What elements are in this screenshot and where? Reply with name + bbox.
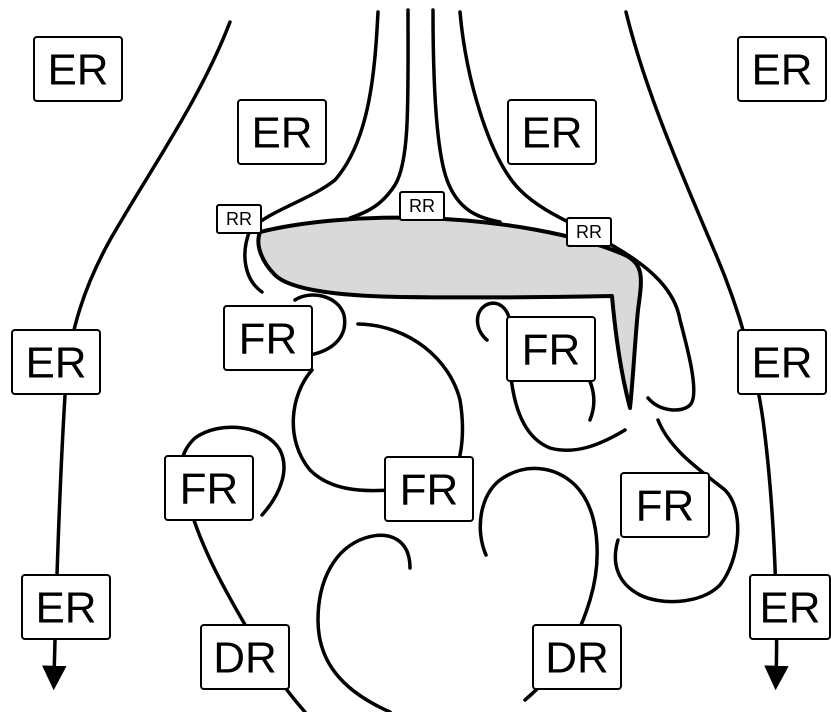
inner-streamline-3 — [433, 10, 500, 222]
fr-label-upper-right: FR — [507, 317, 595, 381]
er-label-top-left: ER — [34, 37, 122, 101]
svg-text:FR: FR — [239, 315, 298, 364]
svg-text:RR: RR — [409, 196, 435, 216]
fr-label-center: FR — [385, 457, 473, 521]
svg-text:ER: ER — [47, 46, 108, 95]
rr-label-right: RR — [567, 218, 611, 246]
svg-text:ER: ER — [25, 339, 86, 388]
svg-text:DR: DR — [545, 634, 609, 683]
svg-text:ER: ER — [751, 339, 812, 388]
svg-text:FR: FR — [522, 326, 581, 375]
svg-text:RR: RR — [576, 222, 602, 242]
rr-label-left: RR — [217, 205, 261, 233]
dr-label-right: DR — [533, 625, 621, 689]
fr-label-upper-left: FR — [224, 306, 312, 370]
svg-text:FR: FR — [400, 466, 459, 515]
dr-label-left: DR — [201, 625, 289, 689]
er-label-top-right: ER — [738, 37, 826, 101]
svg-text:ER: ER — [251, 109, 312, 158]
svg-text:ER: ER — [751, 46, 812, 95]
fr-label-lower-left: FR — [165, 456, 253, 520]
dr-curl-center-left — [318, 535, 410, 712]
er-label-upper-left-inner: ER — [238, 100, 326, 164]
fr-label-lower-right: FR — [621, 473, 709, 537]
svg-text:FR: FR — [636, 482, 695, 531]
svg-text:ER: ER — [521, 109, 582, 158]
svg-text:RR: RR — [226, 209, 252, 229]
svg-text:ER: ER — [759, 584, 820, 633]
svg-text:FR: FR — [180, 465, 239, 514]
rr-label-center: RR — [400, 192, 444, 220]
inner-streamline-2 — [350, 10, 408, 218]
er-label-upper-right-inner: ER — [508, 100, 596, 164]
er-label-mid-left: ER — [12, 330, 100, 394]
er-label-bottom-left: ER — [22, 575, 110, 639]
er-label-mid-right: ER — [738, 330, 826, 394]
er-label-bottom-right: ER — [750, 575, 830, 639]
svg-text:DR: DR — [213, 634, 277, 683]
svg-text:ER: ER — [35, 584, 96, 633]
